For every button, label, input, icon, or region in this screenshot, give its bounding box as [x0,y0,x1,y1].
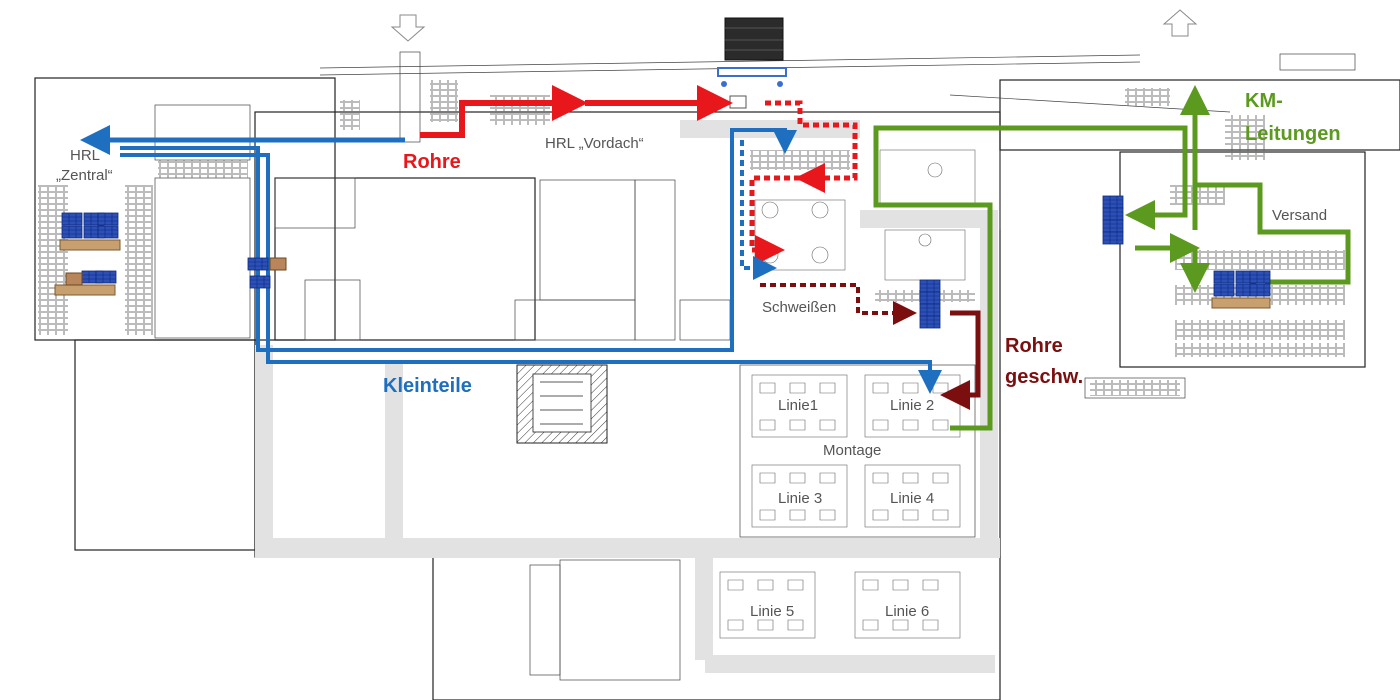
label-schweissen: Schweißen [762,299,836,316]
crate-stack-hrl-zentral [54,212,121,296]
flow-rohre-geschweisst [760,283,981,410]
label-versand: Versand [1272,207,1327,224]
spiral-conveyor [516,364,608,444]
label-linie4: Linie 4 [890,490,934,507]
label-hrl-vordach: HRL „Vordach“ [545,135,644,152]
flow-label-kleinteile: Kleinteile [383,375,472,397]
crate-tower-versand [1102,195,1124,245]
flow-label-km-2: Leitungen [1245,123,1341,145]
flow-kleinteile [80,125,942,394]
entry-exit-markers [390,9,1198,42]
flow-rohre [420,85,858,265]
flow-labels: Rohre Kleinteile KM- Leitungen Rohre ges… [383,90,1341,397]
crate-tower-welding [919,279,941,329]
flow-label-km-1: KM- [1245,90,1283,112]
flow-label-rohre-geschw-2: geschw. [1005,366,1083,388]
label-hrl: HRL [70,147,100,164]
label-zentral: „Zentral“ [56,167,113,184]
crate-stack-versand [1211,270,1271,309]
flow-label-rohre: Rohre [403,151,461,173]
label-linie5: Linie 5 [750,603,794,620]
label-linie1: Linie1 [778,397,818,414]
label-linie3: Linie 3 [778,490,822,507]
flow-km-leitungen [873,85,1351,431]
flow-label-rohre-geschw-1: Rohre [1005,335,1063,357]
label-linie6: Linie 6 [885,603,929,620]
label-montage: Montage [823,442,881,459]
transport-cart-icon [717,17,787,109]
crate-small-left [247,257,287,289]
area-labels: HRL „Zentral“ HRL „Vordach“ Schweißen Ve… [56,135,1327,620]
label-linie2: Linie 2 [890,397,934,414]
